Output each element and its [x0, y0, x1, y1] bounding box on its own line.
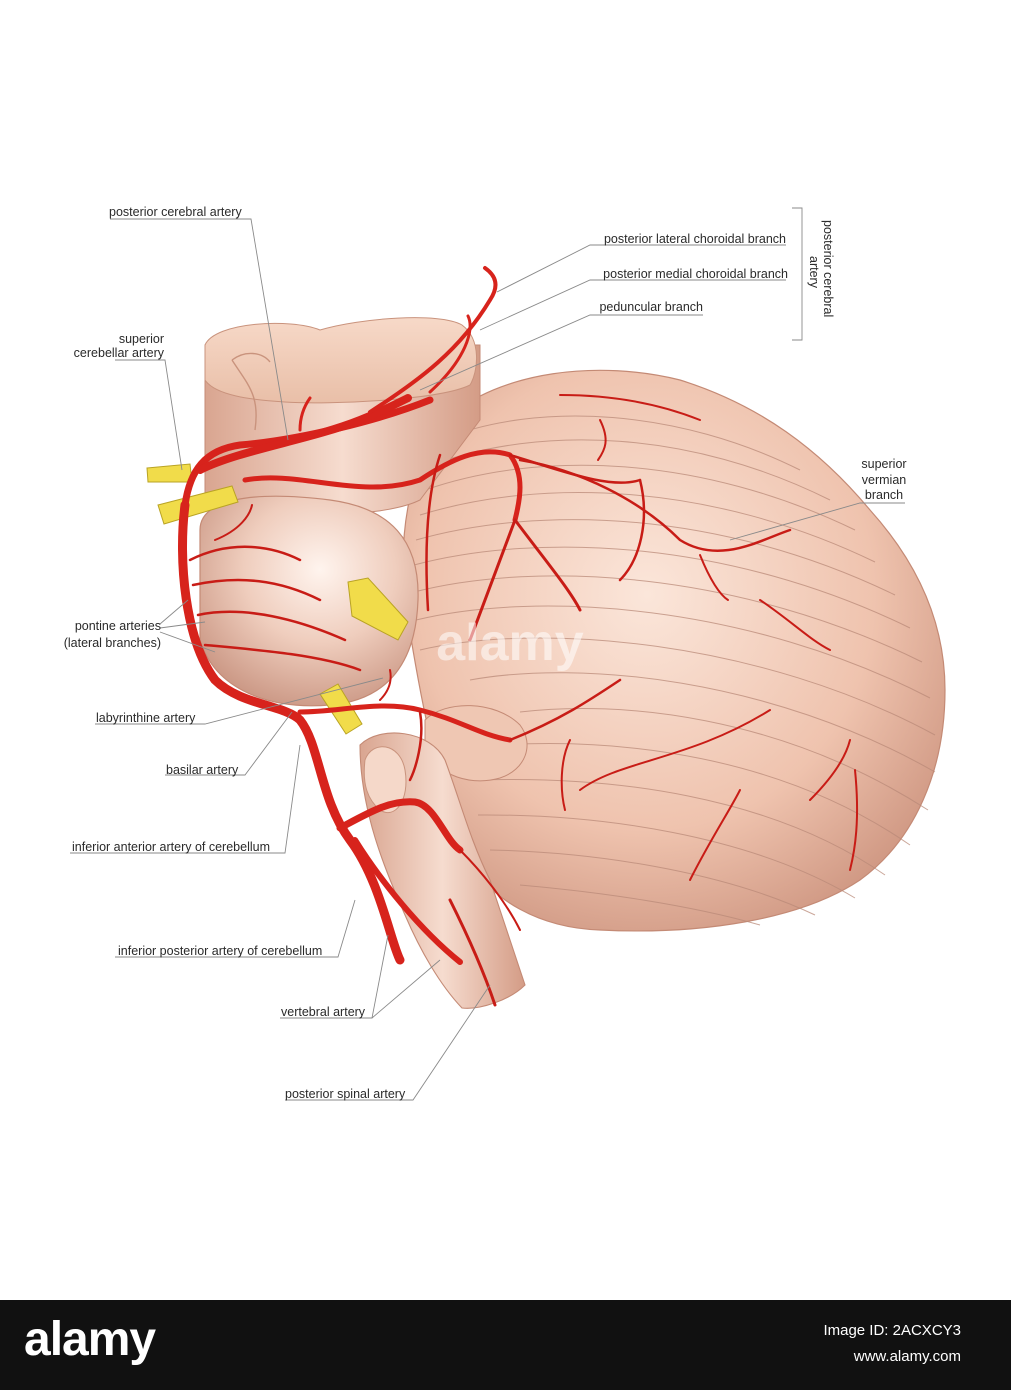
pons	[199, 495, 419, 707]
label-posterior-medial-choroidal-branch: posterior medial choroidal branch	[603, 267, 788, 281]
label-superior-vermian-branch-line2: vermian	[862, 473, 907, 487]
brainstem-cerebellum-illustration: alamy posterior cerebral artery superior…	[64, 205, 946, 1101]
label-labyrinthine-artery: labyrinthine artery	[96, 711, 196, 725]
site-url-link[interactable]: www.alamy.com	[853, 1348, 961, 1365]
posterior-spinal-vessel	[448, 898, 497, 1007]
label-posterior-spinal-artery: posterior spinal artery	[285, 1087, 406, 1101]
cerebral-aqueduct-outline	[231, 352, 271, 431]
label-pontine-arteries-line1: pontine arteries	[75, 619, 161, 633]
arteries	[178, 266, 859, 1007]
leader-lines	[70, 207, 905, 1101]
pontine-branches	[188, 504, 362, 672]
inferior-posterior-cerebellar-vessel	[352, 837, 463, 965]
label-group-posterior-cerebral-artery-line1: posterior cerebral	[821, 220, 835, 317]
label-superior-cerebellar-artery-line1: superior	[119, 332, 164, 346]
choroidal-branch-vessel-2	[428, 314, 472, 394]
anterior-inferior-cerebellar-vessel	[297, 703, 513, 743]
basilar-vertebral-trunk	[178, 500, 405, 965]
stock-footer-bar: alamy Image ID: 2ACXCY3 www.alamy.com	[0, 1300, 1011, 1390]
superior-cerebellar-vessel	[181, 396, 434, 509]
posterior-cerebral-vessel	[196, 394, 412, 474]
peduncular-branch-vessel	[298, 396, 312, 432]
anatomy-drawing: alamy	[146, 266, 946, 1009]
label-pontine-arteries-line2: (lateral branches)	[64, 636, 161, 650]
midbrain-cut-surface	[204, 317, 478, 404]
superior-cerebellar-branch-vessel	[242, 449, 523, 523]
label-superior-vermian-branch-line1: superior	[861, 457, 906, 471]
vertebral-artery-right-vessel	[336, 798, 464, 854]
label-group-posterior-cerebral-artery-line2: artery	[807, 256, 821, 289]
label-inferior-posterior-artery: inferior posterior artery of cerebellum	[118, 944, 322, 958]
label-superior-cerebellar-artery-line2: cerebellar artery	[74, 346, 165, 360]
labels: posterior cerebral artery superior cereb…	[64, 205, 907, 1101]
label-peduncular-branch: peduncular branch	[599, 300, 703, 314]
label-posterior-cerebral-artery: posterior cerebral artery	[109, 205, 242, 219]
label-inferior-anterior-artery: inferior anterior artery of cerebellum	[72, 840, 270, 854]
oculomotor-nerve-stump	[146, 463, 193, 483]
trochlear-nerve-stump	[157, 485, 239, 525]
cerebellar-folia	[413, 415, 936, 926]
superior-vermian-vessel	[518, 458, 792, 552]
label-posterior-lateral-choroidal-branch: posterior lateral choroidal branch	[604, 232, 786, 246]
trigeminal-nerve-stump	[347, 577, 409, 641]
alamy-logo[interactable]: alamy	[24, 1313, 156, 1366]
image-id-text: Image ID: 2ACXCY3	[823, 1322, 961, 1339]
watermark: alamy	[436, 614, 584, 672]
label-basilar-artery: basilar artery	[166, 763, 239, 777]
choroidal-branch-vessel	[368, 266, 498, 414]
label-superior-vermian-branch-line3: branch	[865, 488, 903, 502]
label-vertebral-artery: vertebral artery	[281, 1005, 366, 1019]
